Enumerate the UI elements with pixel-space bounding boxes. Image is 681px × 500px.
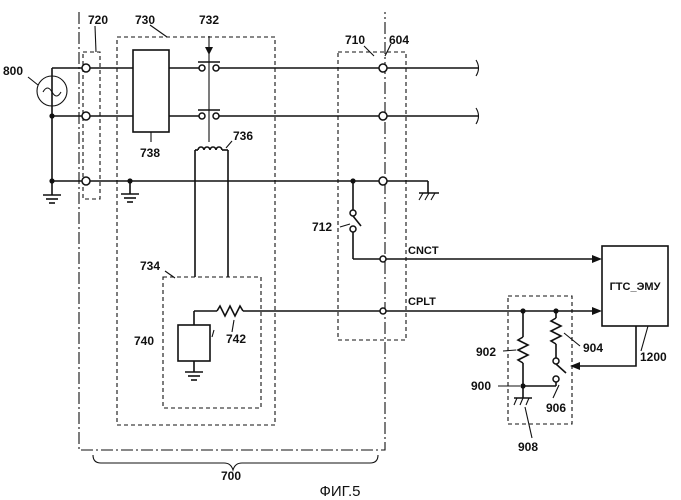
label-738: 738: [140, 146, 160, 160]
ecu-label: ГТС_ЭМУ: [610, 281, 661, 293]
resistor-742: [217, 306, 243, 316]
label-742: 742: [226, 332, 246, 346]
label-700: 700: [221, 469, 241, 483]
relay-contacts: [198, 54, 220, 137]
assembly-boundary-700: [79, 12, 385, 450]
label-712: 712: [312, 220, 332, 234]
label-732: 732: [199, 13, 219, 27]
label-800: 800: [3, 64, 23, 78]
assembly-brace: [93, 455, 378, 470]
label-604: 604: [389, 33, 409, 47]
resistor-902: [518, 337, 528, 363]
label-720: 720: [88, 13, 108, 27]
figure-caption: ФИГ.5: [320, 483, 361, 500]
terminal: [379, 64, 387, 72]
terminal: [82, 64, 90, 72]
label-730: 730: [135, 13, 155, 27]
ground-icon: [185, 372, 203, 380]
connector-boundary-710: [338, 52, 406, 340]
terminal: [380, 308, 386, 314]
label-902: 902: [476, 345, 496, 359]
label-740: 740: [134, 334, 154, 348]
switch-712: [350, 210, 361, 232]
ground-icon: [121, 194, 139, 202]
label-1200: 1200: [640, 350, 667, 364]
chassis-ground-icon: [419, 193, 439, 200]
terminal: [379, 177, 387, 185]
label-908: 908: [518, 440, 538, 454]
ground-icon: [43, 195, 61, 203]
signal-cnct: CNCT: [408, 245, 439, 257]
label-734: 734: [140, 259, 160, 273]
terminal: [82, 112, 90, 120]
terminal: [380, 256, 386, 262]
label-736: 736: [233, 129, 253, 143]
relay-coil: [198, 147, 222, 150]
label-906: 906: [546, 401, 566, 415]
label-900: 900: [471, 379, 491, 393]
terminal: [82, 177, 90, 185]
signal-cplt: CPLT: [408, 296, 436, 308]
chassis-ground-icon: [514, 398, 532, 405]
resistor-904: [551, 318, 561, 344]
cutoff-device-block: [133, 50, 169, 132]
label-710: 710: [345, 33, 365, 47]
label-904: 904: [583, 341, 603, 355]
oscillator-block: [178, 325, 210, 361]
terminal: [379, 112, 387, 120]
switch-906: [553, 358, 566, 382]
